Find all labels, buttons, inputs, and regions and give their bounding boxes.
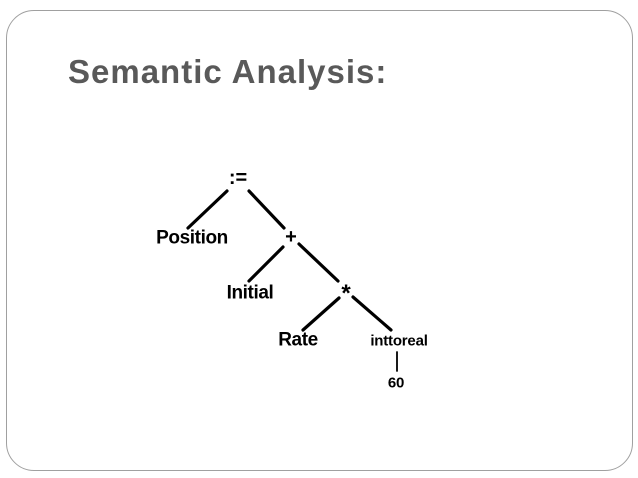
slide-border: [6, 10, 633, 471]
tree-node-inttoreal: inttoreal: [370, 332, 428, 350]
tree-node-position: Position: [156, 227, 228, 249]
tree-node-plus: +: [285, 226, 297, 248]
tree-node-initial: Initial: [226, 282, 274, 304]
tree-node-60: 60: [387, 374, 405, 392]
tree-node-rate: Rate: [278, 329, 318, 351]
tree-node-times: *: [341, 280, 351, 307]
tree-node-assign: :=: [228, 167, 248, 189]
slide-title: Semantic Analysis:: [68, 53, 388, 90]
